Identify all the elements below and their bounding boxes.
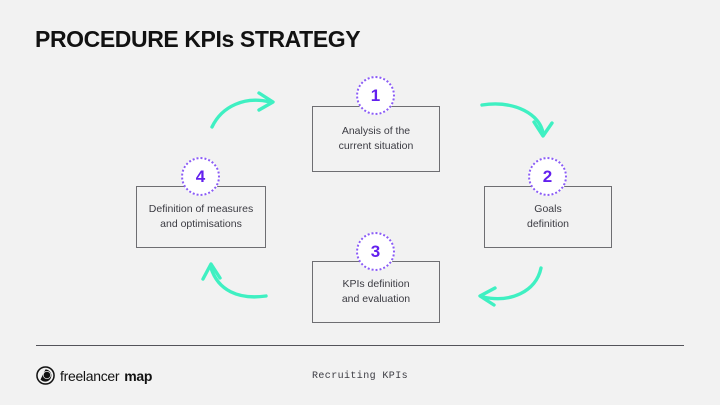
step-badge-3: 3 (356, 232, 395, 271)
arrow-step3-to-step4 (201, 262, 268, 299)
step-badge-3-number: 3 (370, 242, 381, 261)
logo-text-light: freelancer (60, 367, 120, 384)
cycle-node-2-label: Goals definition (526, 203, 570, 230)
step-badge-1: 1 (356, 76, 395, 115)
arrow-step2-to-step3 (478, 266, 543, 307)
freelancermap-logo: freelancer map (36, 366, 152, 385)
logo-text-bold: map (124, 367, 153, 384)
page-title: PROCEDURE KPIs STRATEGY (35, 26, 361, 52)
freelancermap-circle-icon (36, 366, 55, 385)
cycle-node-1[interactable]: Analysis of the current situation (312, 106, 440, 172)
step-badge-4-number: 4 (195, 167, 206, 186)
footer-divider (36, 345, 684, 346)
cycle-node-4[interactable]: Definition of measures and optimisations (136, 186, 266, 248)
step-badge-2: 2 (528, 157, 567, 196)
cycle-node-3[interactable]: KPIs definition and evaluation (312, 261, 440, 323)
step-badge-1-number: 1 (370, 86, 381, 105)
arrow-step4-to-step1 (210, 91, 275, 129)
step-badge-4: 4 (181, 157, 220, 196)
cycle-node-4-label: Definition of measures and optimisations (148, 203, 254, 230)
footer-caption: Recruiting KPIs (312, 371, 409, 382)
cycle-node-1-label: Analysis of the current situation (338, 125, 414, 152)
arrow-step1-to-step2 (480, 102, 554, 138)
step-badge-2-number: 2 (542, 167, 553, 186)
cycle-node-3-label: KPIs definition and evaluation (341, 278, 411, 305)
